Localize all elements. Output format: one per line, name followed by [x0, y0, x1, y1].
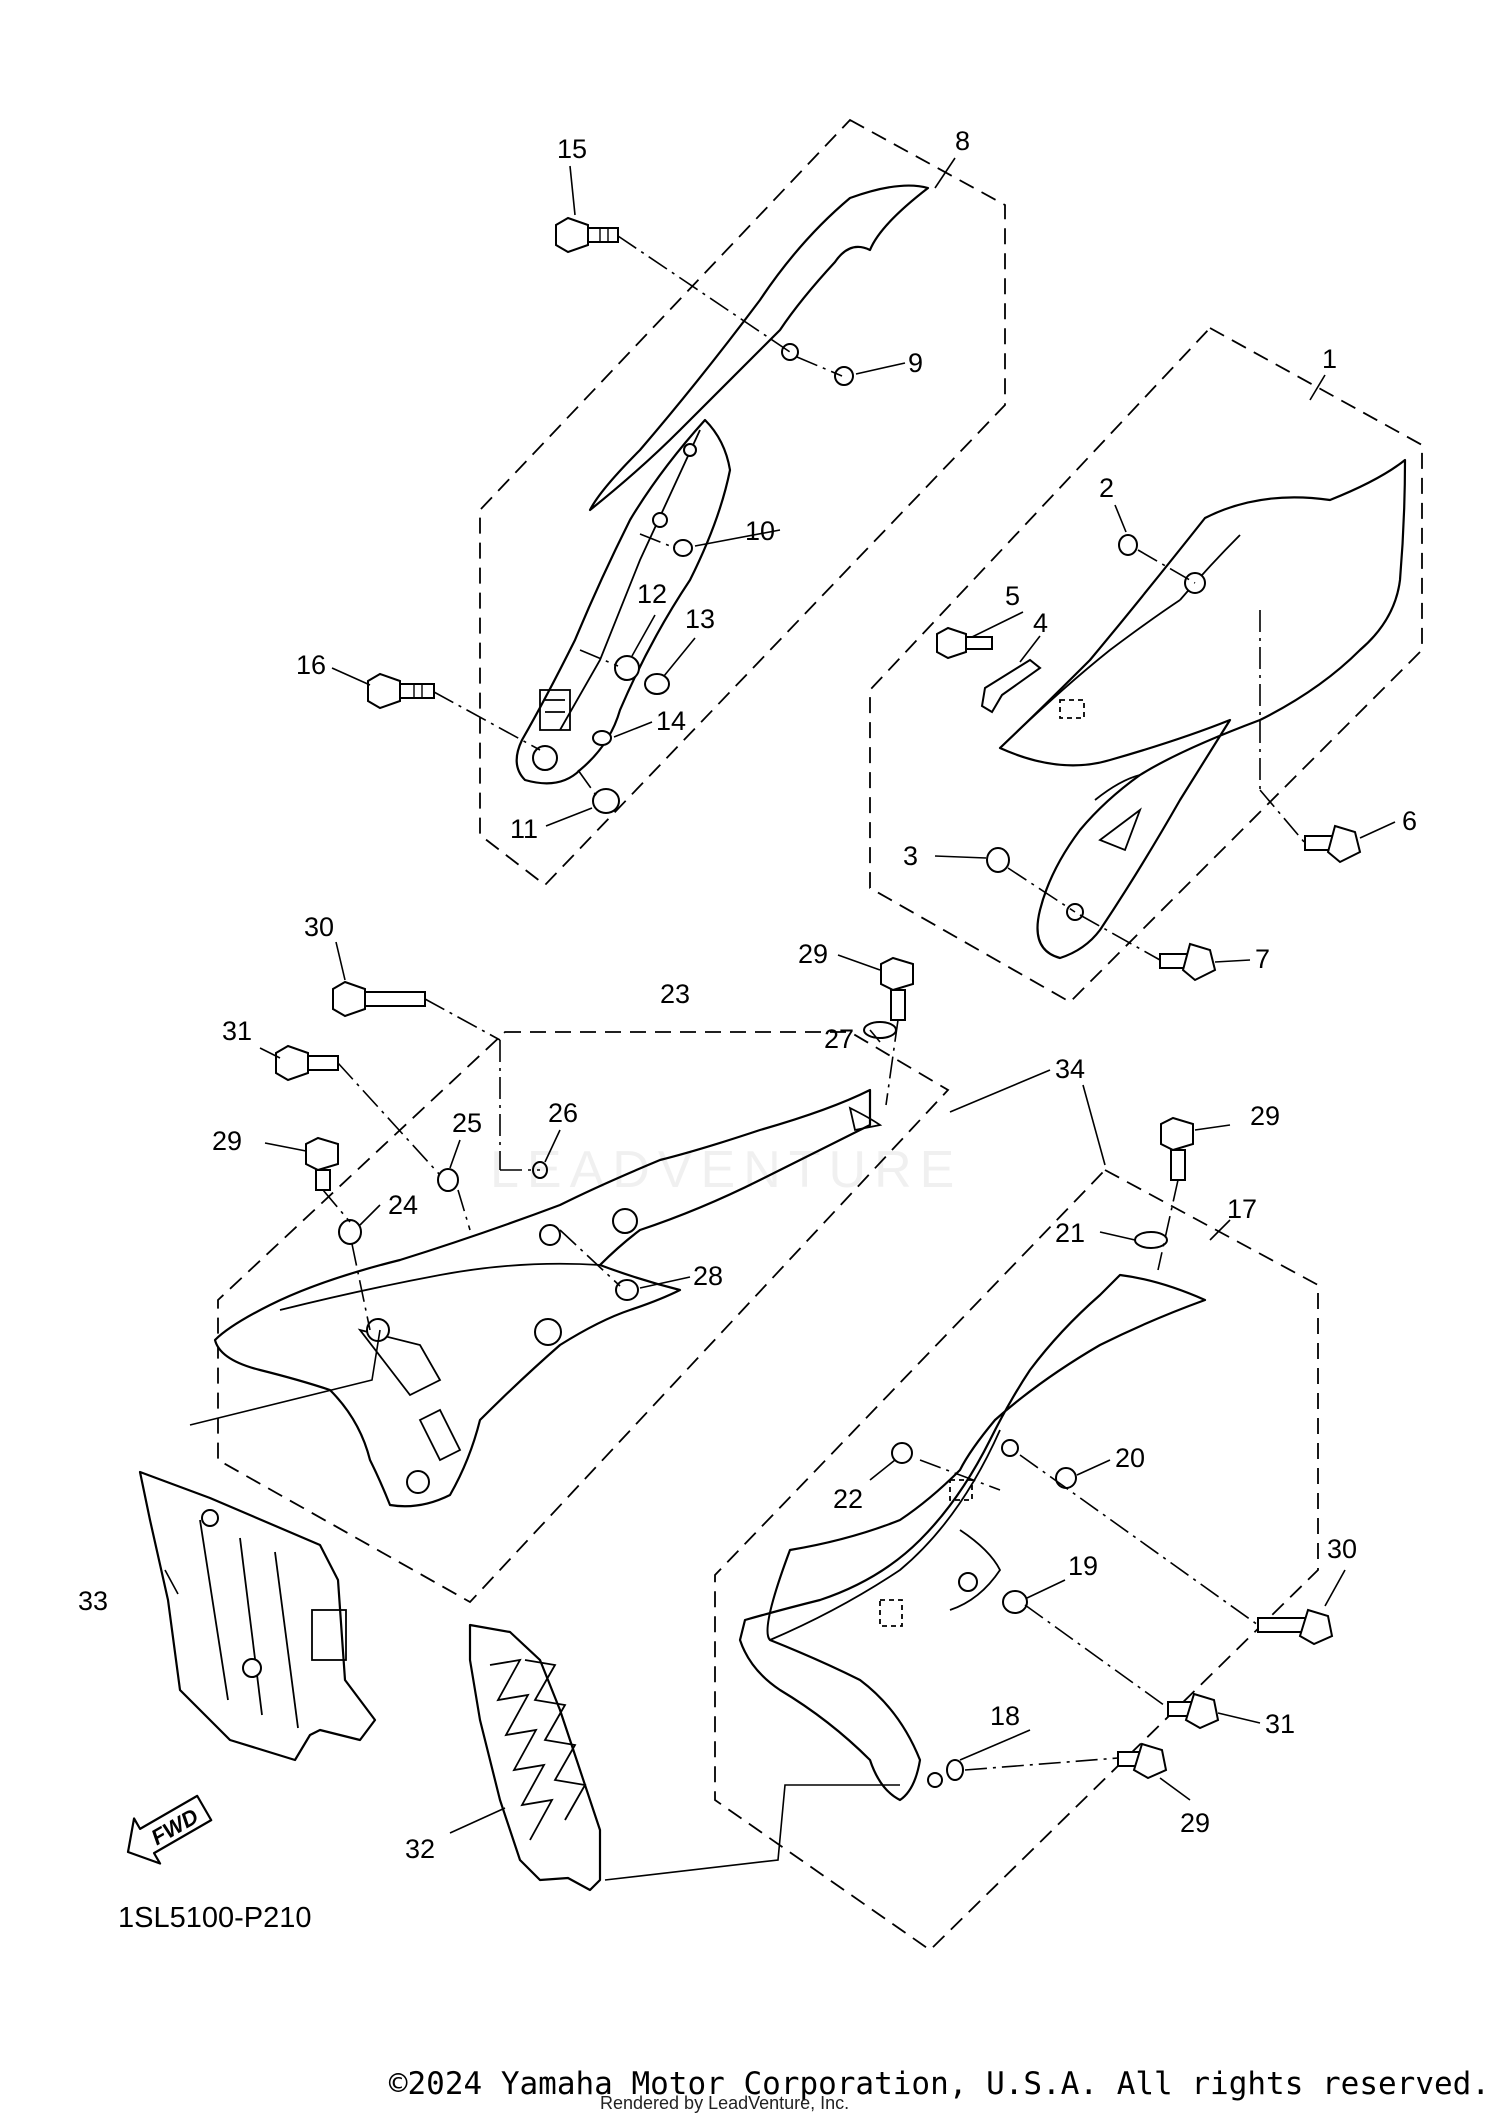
callout-16: 16 — [296, 650, 326, 680]
callout-32: 32 — [405, 1834, 435, 1864]
grommet-22 — [891, 1442, 913, 1464]
callout-20: 20 — [1115, 1443, 1145, 1473]
callout-21: 21 — [1055, 1218, 1085, 1248]
bolt-30-right — [1257, 1608, 1334, 1646]
bolt-7 — [1159, 942, 1217, 982]
callout-11: 11 — [510, 814, 538, 844]
callout-30-left: 30 — [304, 912, 334, 942]
louver-32-link — [604, 1784, 900, 1881]
callout-28: 28 — [693, 1261, 723, 1291]
callout-4: 4 — [1033, 608, 1048, 638]
collar-24 — [338, 1219, 362, 1245]
bracket-4 — [980, 658, 1042, 714]
group-boundary-17 — [714, 1168, 1319, 1952]
washer-19 — [1002, 1590, 1028, 1614]
callout-26: 26 — [548, 1098, 578, 1128]
leader-34-b — [1082, 1084, 1106, 1166]
callout-22: 22 — [833, 1484, 863, 1514]
leader-34 — [949, 1069, 1051, 1113]
callout-29-top: 29 — [798, 939, 828, 969]
watermark: LEADVENTURE — [490, 1141, 963, 1199]
callout-1: 1 — [1322, 344, 1337, 374]
bolt-29-bottom — [1117, 1742, 1168, 1780]
bolt-29-right — [1160, 1116, 1194, 1181]
callout-23: 23 — [660, 979, 690, 1009]
bolt-16 — [367, 672, 435, 710]
grommet-18 — [946, 1759, 964, 1781]
callout-18: 18 — [990, 1701, 1020, 1731]
callout-5: 5 — [1005, 581, 1020, 611]
callout-31-right: 31 — [1265, 1709, 1295, 1739]
bolt-5 — [936, 626, 993, 660]
callout-13: 13 — [685, 604, 715, 634]
copyright-notice: ©2024 Yamaha Motor Corporation, U.S.A. A… — [388, 2066, 1490, 2102]
bolt-31-right — [1167, 1692, 1220, 1730]
callout-6: 6 — [1402, 806, 1417, 836]
callout-19: 19 — [1068, 1551, 1098, 1581]
group-boundary-8 — [479, 118, 1006, 887]
bolt-6 — [1304, 824, 1362, 864]
callout-15: 15 — [557, 134, 587, 164]
washer-27 — [863, 1021, 897, 1039]
collar-20 — [1055, 1467, 1077, 1489]
bolt-30-left — [332, 980, 426, 1018]
callout-24: 24 — [388, 1190, 418, 1220]
part-23-lower-shroud — [213, 1088, 883, 1508]
bolt-15 — [555, 216, 619, 254]
callout-leaders — [164, 157, 1396, 1834]
callout-numbers: 1 2 3 4 5 6 7 8 9 10 11 12 13 14 15 16 1… — [78, 126, 1417, 1864]
part-33-radiator-louver — [138, 1470, 377, 1762]
plug-28 — [615, 1279, 639, 1301]
callout-9: 9 — [908, 348, 923, 378]
callout-31-left: 31 — [222, 1016, 252, 1046]
washer-14 — [592, 730, 612, 746]
callout-17: 17 — [1227, 1194, 1257, 1224]
diagram-code: 1SL5100-P210 — [118, 1902, 312, 1934]
washer-21 — [1134, 1231, 1168, 1249]
grommet-3 — [986, 847, 1010, 873]
callout-33: 33 — [78, 1586, 108, 1616]
collar-25 — [437, 1168, 459, 1192]
bolt-29-top — [880, 956, 914, 1021]
callout-14: 14 — [656, 706, 686, 736]
callout-27: 27 — [824, 1024, 854, 1054]
callout-3: 3 — [903, 841, 918, 871]
collar-2 — [1118, 534, 1138, 556]
part-1-side-cover — [998, 458, 1407, 960]
callout-12: 12 — [637, 579, 667, 609]
part-8-upper-shroud — [515, 184, 930, 785]
callout-25: 25 — [452, 1108, 482, 1138]
bolt-29-left — [305, 1136, 339, 1191]
assembly-center-lines — [322, 235, 1306, 1771]
callout-29-bottom: 29 — [1180, 1808, 1210, 1838]
callout-10: 10 — [745, 516, 775, 546]
group-boundary-23 — [217, 1031, 950, 1604]
washer-11 — [592, 788, 620, 814]
callout-29-right: 29 — [1250, 1101, 1280, 1131]
washer-10 — [673, 539, 693, 557]
callout-8: 8 — [955, 126, 970, 156]
grommet-12 — [614, 655, 640, 681]
callout-29-left: 29 — [212, 1126, 242, 1156]
callout-7: 7 — [1255, 944, 1270, 974]
louver-33-link — [189, 1329, 381, 1426]
fwd-arrow-icon: FWD — [126, 1794, 213, 1865]
plug-13 — [644, 673, 670, 695]
rendered-by-notice: Rendered by LeadVenture, Inc. — [600, 2093, 850, 2113]
callout-34: 34 — [1055, 1054, 1085, 1084]
part-32-radiator-louver — [468, 1623, 602, 1892]
callout-30-right: 30 — [1327, 1534, 1357, 1564]
bolt-31-left — [275, 1044, 339, 1082]
callout-2: 2 — [1099, 473, 1114, 503]
collar-9 — [834, 366, 854, 386]
